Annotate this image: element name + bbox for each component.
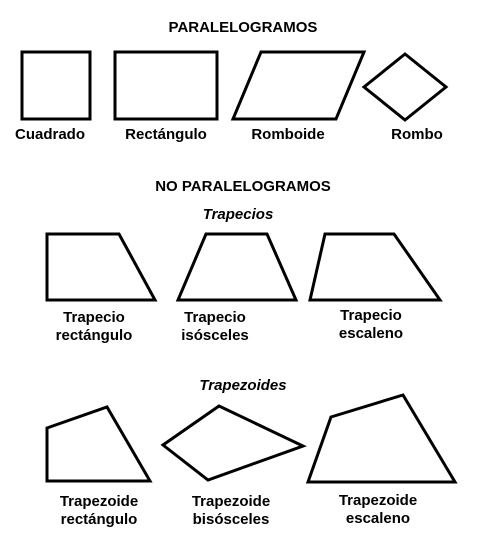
label-scalene-trapezium-line2: escaleno <box>339 325 403 342</box>
label-right-trapezium-line1: Trapecio <box>63 309 125 326</box>
rectangle-shape <box>113 50 219 121</box>
heading-non-parallelograms: NO PARALELOGRAMOS <box>155 178 331 195</box>
scalene-trapezium-shape <box>308 232 443 302</box>
heading-trapezoides: Trapezoides <box>199 377 286 394</box>
label-isosceles-trapezium-line1: Trapecio <box>184 309 246 326</box>
isosceles-trapezium-shape <box>175 232 299 302</box>
square-shape <box>20 50 92 121</box>
label-rhomboid: Romboide <box>251 126 324 143</box>
label-square: Cuadrado <box>15 126 85 143</box>
heading-parallelograms: PARALELOGRAMOS <box>169 19 318 36</box>
heading-trapecios: Trapecios <box>203 206 274 223</box>
bisosceles-trapezoid-shape <box>160 404 307 482</box>
label-right-trapezoid-line1: Trapezoide <box>60 493 138 510</box>
label-isosceles-trapezium-line2: isósceles <box>181 327 249 344</box>
right-trapezium-shape <box>45 232 158 302</box>
label-bisosceles-trapezoid-line2: bisósceles <box>193 511 270 528</box>
label-rectangle: Rectángulo <box>125 126 207 143</box>
rhomboid-shape <box>230 50 367 121</box>
label-scalene-trapezoid-line2: escaleno <box>346 510 410 527</box>
label-right-trapezium-line2: rectángulo <box>56 327 133 344</box>
label-scalene-trapezoid-line1: Trapezoide <box>339 492 417 509</box>
label-rhombus: Rombo <box>391 126 443 143</box>
label-bisosceles-trapezoid-line1: Trapezoide <box>192 493 270 510</box>
right-trapezoid-shape <box>45 405 153 483</box>
rhombus-shape <box>361 52 449 122</box>
label-right-trapezoid-line2: rectángulo <box>61 511 138 528</box>
scalene-trapezoid-shape <box>305 393 458 484</box>
label-scalene-trapezium-line1: Trapecio <box>340 307 402 324</box>
